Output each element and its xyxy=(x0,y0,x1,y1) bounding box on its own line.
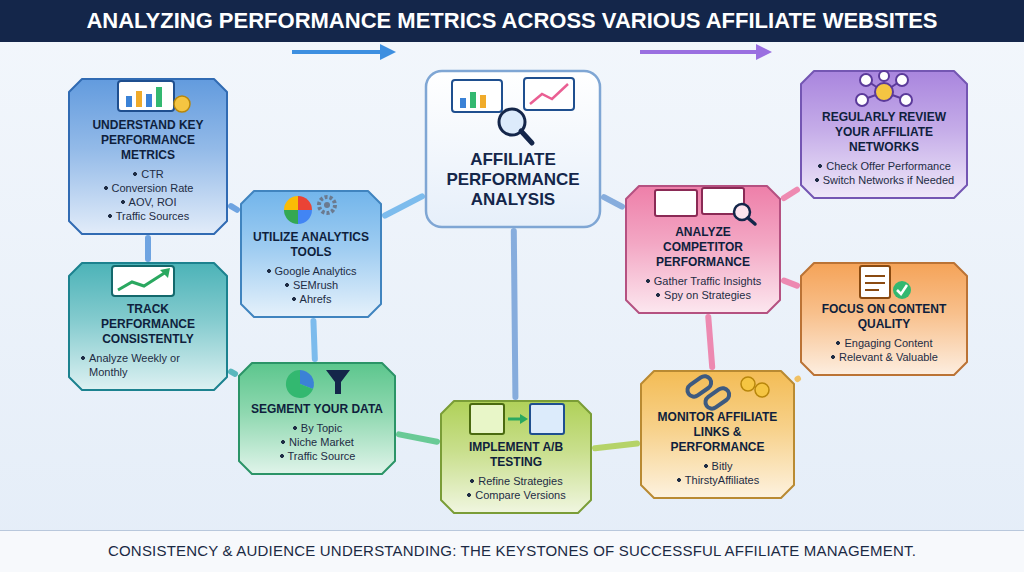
box-item: Traffic Sources xyxy=(107,209,189,223)
icon xyxy=(856,71,912,106)
box-item: Ahrefs xyxy=(291,292,332,306)
connector xyxy=(795,376,801,382)
caption-band: CONSISTENCY & AUDIENCE UNDERSTANDING: TH… xyxy=(0,530,1024,572)
box-heading: SEGMENT YOUR DATA xyxy=(250,402,384,417)
connector xyxy=(595,443,637,448)
box-heading: UTILIZE ANALYTICS TOOLS xyxy=(252,230,370,260)
hexagon-outline xyxy=(641,371,794,498)
connector xyxy=(399,434,437,441)
box-item: Google Analytics xyxy=(266,264,357,278)
box-heading: TRACK PERFORMANCE CONSISTENTLY xyxy=(80,302,216,347)
title: ANALYZING PERFORMANCE METRICS ACROSS VAR… xyxy=(0,0,1024,42)
box-item: Relevant & Valuable xyxy=(830,350,938,364)
box-item: Check Offer Performance xyxy=(817,159,951,173)
box-heading: IMPLEMENT A/B TESTING xyxy=(452,440,580,470)
icon xyxy=(112,266,174,296)
connector xyxy=(708,317,712,367)
hexagon-outline xyxy=(801,263,967,375)
icon xyxy=(118,81,190,112)
icon xyxy=(470,404,564,434)
box-item: By Topic xyxy=(292,421,342,435)
hub-outline xyxy=(426,71,600,227)
hexagon-outline xyxy=(801,71,967,198)
process-box: SEGMENT YOUR DATA By TopicNiche MarketTra… xyxy=(238,362,396,475)
icon xyxy=(452,78,574,143)
box-heading: AFFILIATE PERFORMANCE ANALYSIS xyxy=(437,150,589,210)
box-item: Niche Market xyxy=(280,435,354,449)
box-item: Gather Traffic Insights xyxy=(645,274,761,288)
title-band: ANALYZING PERFORMANCE METRICS ACROSS VAR… xyxy=(0,0,1024,42)
box-item: Analyze Weekly or Monthly xyxy=(80,351,216,379)
connector xyxy=(313,321,314,359)
connector xyxy=(784,190,797,198)
box-item: ThirstyAffiliates xyxy=(676,473,759,487)
box-item: Engaging Content xyxy=(835,336,932,350)
box-item: Refine Strategies xyxy=(469,474,562,488)
connector xyxy=(231,206,237,210)
process-box: IMPLEMENT A/B TESTING Refine StrategiesCo… xyxy=(440,400,592,514)
box-item: Conversion Rate xyxy=(103,181,194,195)
connector xyxy=(385,196,422,215)
connector xyxy=(604,197,622,207)
box-item: Traffic Source xyxy=(279,449,356,463)
box-item: Switch Networks if Needed xyxy=(814,173,954,187)
hexagon-outline xyxy=(69,263,227,390)
hexagon-outline xyxy=(69,79,227,234)
connector xyxy=(514,231,516,397)
connector xyxy=(784,281,797,286)
box-heading: REGULARLY REVIEW YOUR AFFILIATE NETWORKS xyxy=(812,110,956,155)
hexagon-outline xyxy=(441,401,591,513)
flow-arrow xyxy=(292,44,772,60)
box-item: Spy on Strategies xyxy=(655,288,751,302)
hexagon-outline xyxy=(626,186,780,313)
connector xyxy=(145,238,151,259)
box-item: SEMrush xyxy=(284,278,338,292)
connector xyxy=(231,372,235,374)
box-item: Bitly xyxy=(703,459,733,473)
box-heading: ANALYZE COMPETITOR PERFORMANCE xyxy=(637,225,769,270)
icon xyxy=(286,370,350,398)
box-heading: FOCUS ON CONTENT QUALITY xyxy=(812,302,956,332)
box-heading: UNDERSTAND KEY PERFORMANCE METRICS xyxy=(80,118,216,163)
box-item: CTR xyxy=(132,167,164,181)
hexagon-outline xyxy=(241,191,381,317)
icon xyxy=(685,374,769,412)
hexagon-outline xyxy=(239,363,395,474)
box-item: AOV, ROI xyxy=(120,195,177,209)
icon xyxy=(860,266,911,299)
box-heading: MONITOR AFFILIATE LINKS & PERFORMANCE xyxy=(652,410,783,455)
box-item: Compare Versions xyxy=(466,488,566,502)
caption: CONSISTENCY & AUDIENCE UNDERSTANDING: TH… xyxy=(0,531,1024,571)
icon xyxy=(284,196,335,224)
icon xyxy=(655,188,755,224)
